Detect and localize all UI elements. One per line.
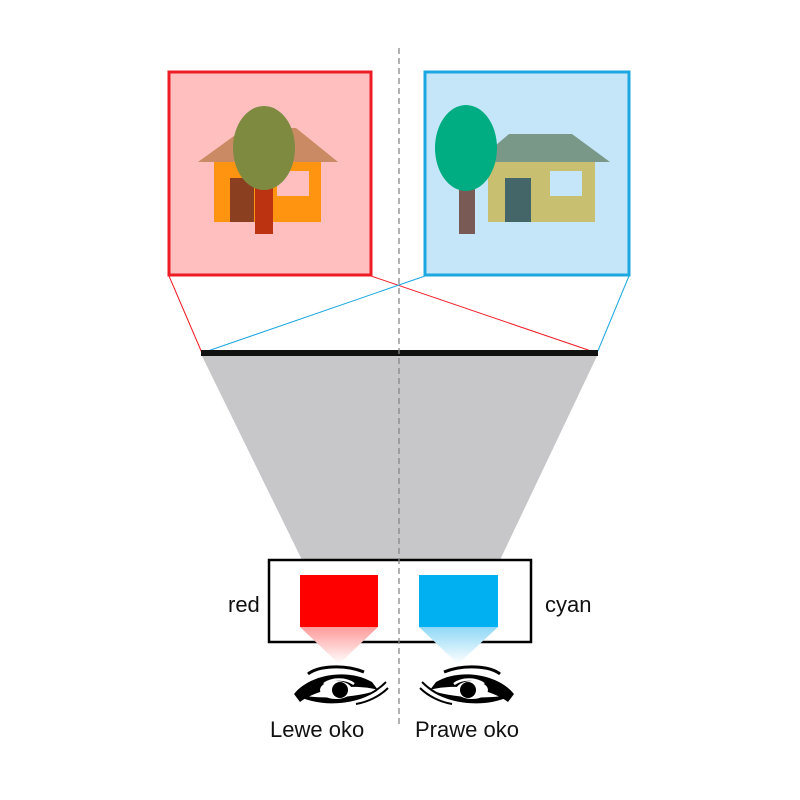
right-scene-house [476, 134, 610, 222]
right-scene-tree [435, 105, 497, 234]
right-eye-label: Prawe oko [415, 717, 519, 742]
left-image-panel [167, 70, 373, 277]
left-scene-tree [233, 106, 295, 234]
left-eye-icon [294, 665, 389, 705]
left-eye-label: Lewe oko [270, 717, 364, 742]
right-image-panel [423, 70, 631, 277]
right-eye-icon [419, 665, 514, 705]
red-filter-label: red [228, 592, 260, 617]
projection-lines [168, 275, 630, 354]
cyan-filter-label: cyan [545, 592, 591, 617]
left-scene-house [198, 128, 338, 222]
red-filter-lens [300, 575, 378, 664]
cyan-filter-lens [419, 575, 498, 664]
